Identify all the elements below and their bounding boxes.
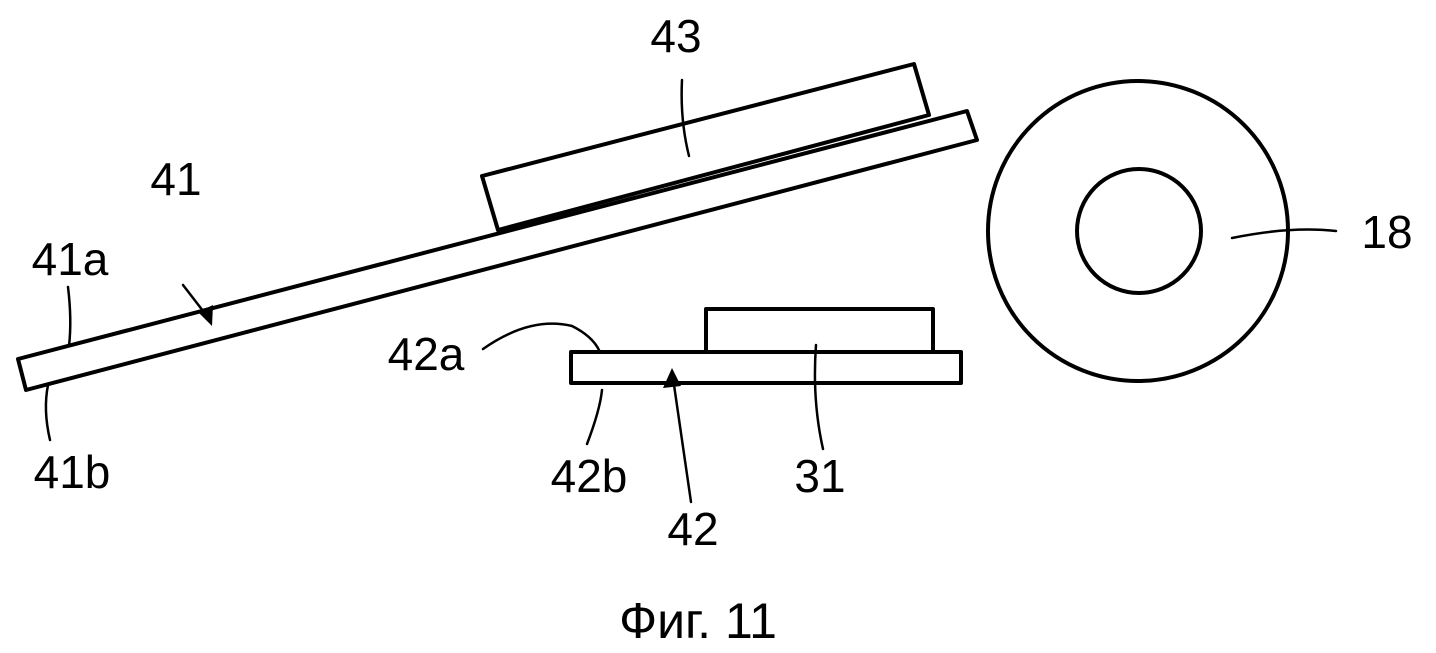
label-18: 18 — [1361, 206, 1412, 258]
figure-caption: Фиг. 11 — [619, 593, 777, 649]
leader-42b — [585, 388, 604, 446]
label-41: 41 — [150, 153, 201, 205]
block-43 — [480, 62, 931, 232]
block-31 — [704, 307, 935, 354]
label-31: 31 — [794, 450, 845, 502]
leader-18 — [1230, 228, 1338, 240]
leader-43 — [680, 78, 691, 158]
label-41a: 41a — [32, 233, 109, 285]
label-41b: 41b — [34, 446, 111, 498]
label-43: 43 — [650, 10, 701, 62]
arrowhead-42 — [663, 368, 681, 388]
roller-18-inner — [1075, 167, 1203, 295]
plate-41 — [16, 109, 979, 392]
arrowhead-41 — [198, 305, 213, 326]
label-42a: 42a — [388, 328, 465, 380]
leader-42a — [481, 322, 601, 352]
leader-41a — [66, 285, 72, 348]
leader-31 — [813, 343, 825, 451]
leader-42-arrow — [671, 376, 693, 504]
label-42: 42 — [667, 503, 718, 555]
plate-42 — [569, 350, 963, 385]
leader-41b — [44, 383, 52, 442]
label-42b: 42b — [551, 450, 628, 502]
